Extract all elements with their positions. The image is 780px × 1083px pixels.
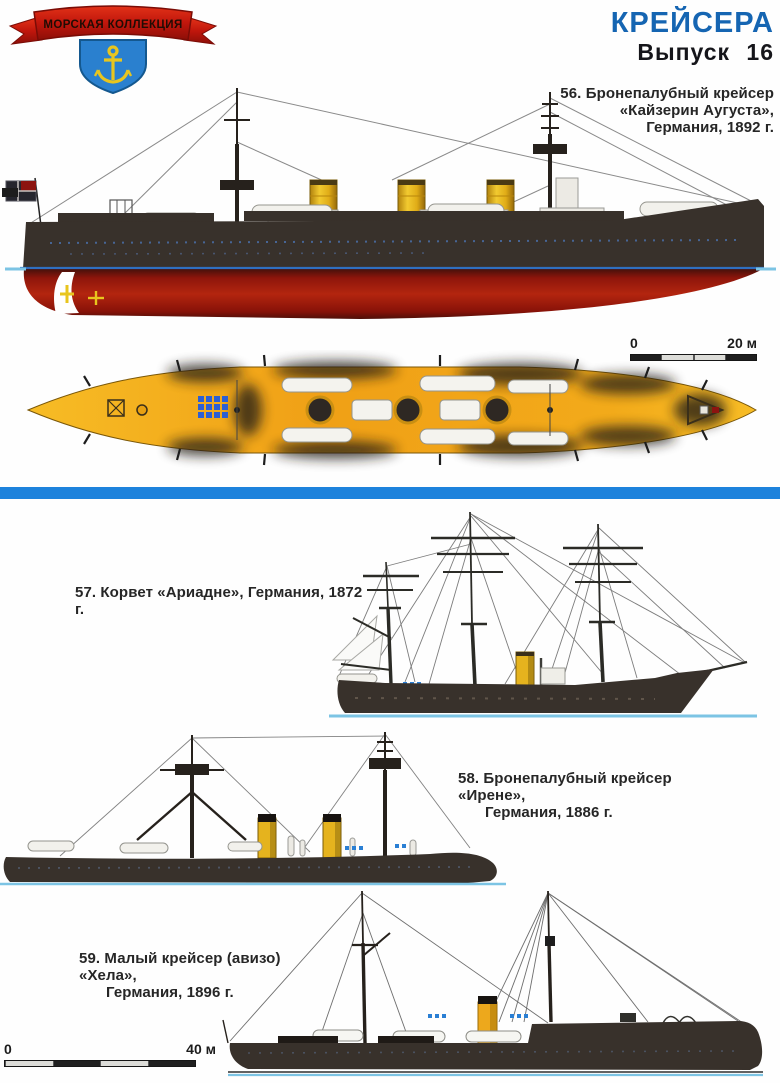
masts	[340, 511, 748, 687]
caption-fig58: 58. Бронепалубный крейсер «Ирене», Герма…	[458, 770, 738, 821]
signal-marks	[345, 844, 406, 850]
anchor-shield-icon	[79, 39, 147, 94]
scalebar-start: 0	[630, 335, 638, 351]
propeller-icon	[60, 285, 74, 303]
fig58-side-view	[0, 730, 510, 890]
caption-line: Германия, 1886 г.	[485, 804, 613, 821]
waterline	[5, 266, 776, 271]
logo-banner-text: МОРСКАЯ КОЛЛЕКЦИЯ	[43, 19, 182, 31]
rigging-lines	[229, 892, 759, 1044]
issue-number: Выпуск 16	[637, 39, 774, 65]
caption-line: Германия, 1892 г.	[646, 119, 774, 136]
header: КРЕЙСЕРА Выпуск 16	[474, 8, 774, 65]
waterline	[228, 1071, 763, 1077]
bilge-keel-marks	[88, 291, 104, 305]
fig57-side-view	[325, 508, 780, 730]
scalebar-20m: 0 20 м	[630, 336, 757, 361]
hull-underwater	[23, 269, 763, 319]
caption-line: 59. Малый крейсер (авизо) «Хела»,	[79, 950, 281, 984]
side-guns	[83, 354, 708, 466]
scalebar-bar	[630, 354, 757, 361]
deck-fittings	[107, 380, 725, 440]
fig59-side-view	[218, 883, 780, 1083]
fig56-plan-view	[0, 350, 780, 482]
hull	[229, 1013, 763, 1070]
furled-sails	[331, 614, 384, 671]
masts	[136, 732, 401, 858]
page-title: КРЕЙСЕРА	[610, 7, 774, 39]
logo-graphic: МОРСКАЯ КОЛЛЕКЦИЯ	[8, 5, 218, 94]
signal-marks	[428, 1014, 528, 1018]
scalebar-end: 20 м	[727, 335, 757, 351]
davit-arches	[662, 1015, 697, 1024]
scalebar-bar	[4, 1060, 196, 1067]
rigging-lines	[338, 513, 746, 685]
derrick-boom	[191, 791, 247, 841]
caption-line: 58. Бронепалубный крейсер «Ирене»,	[458, 770, 672, 804]
scalebar-end: 40 м	[186, 1041, 216, 1057]
stern-pole	[222, 1019, 229, 1044]
hull	[3, 852, 497, 883]
deck-boats	[281, 375, 569, 446]
funnel-openings	[305, 395, 512, 425]
caption-line: 57. Корвет «Ариадне», Германия, 1872 г.	[75, 584, 363, 618]
gaff	[363, 932, 391, 956]
skylight-grid	[198, 396, 228, 418]
scalebar-start: 0	[4, 1041, 12, 1057]
caption-line: «Кайзерин Аугуста»,	[619, 102, 774, 119]
caption-fig59: 59. Малый крейсер (авизо) «Хела», Герман…	[79, 950, 339, 1001]
rigging-lines	[59, 733, 471, 857]
stern-flag	[2, 177, 42, 227]
caption-fig57: 57. Корвет «Ариадне», Германия, 1872 г.	[75, 584, 375, 618]
fig56-side-view	[0, 86, 780, 334]
publisher-logo: МОРСКАЯ КОЛЛЕКЦИЯ	[8, 2, 218, 94]
scalebar-40m: 0 40 м	[4, 1042, 216, 1067]
derrick-boom	[136, 791, 193, 841]
section-divider	[0, 487, 780, 499]
masts	[222, 890, 555, 1044]
ribbon-banner-icon: МОРСКАЯ КОЛЛЕКЦИЯ	[8, 5, 218, 45]
caption-line: 56. Бронепалубный крейсер	[560, 85, 774, 102]
hull	[337, 669, 714, 713]
funnels	[257, 814, 342, 859]
stern-gun	[2, 188, 18, 197]
caption-line: Германия, 1896 г.	[106, 984, 234, 1001]
deckhouse	[620, 1013, 636, 1022]
hull-upper	[23, 199, 764, 269]
boats	[27, 840, 263, 854]
caption-fig56: 56. Бронепалубный крейсер «Кайзерин Аугу…	[514, 85, 774, 136]
